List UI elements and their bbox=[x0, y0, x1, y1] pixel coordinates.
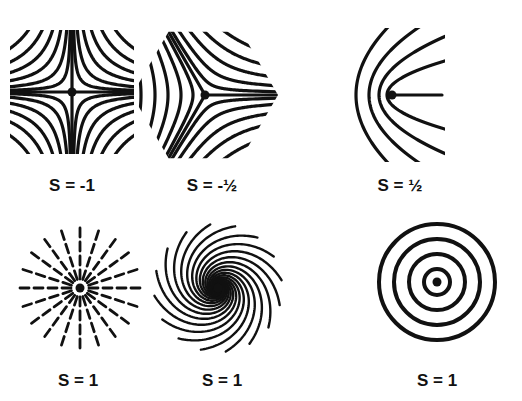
field-line bbox=[10, 30, 68, 88]
field-line bbox=[387, 28, 445, 162]
field-line bbox=[10, 128, 36, 154]
defect-label: S = -½ bbox=[187, 176, 238, 196]
field-line bbox=[205, 93, 295, 96]
field-line bbox=[88, 108, 134, 154]
field-line bbox=[81, 101, 134, 154]
field-line bbox=[10, 117, 47, 154]
field-line bbox=[81, 30, 134, 83]
field-line bbox=[83, 297, 99, 347]
field-line bbox=[394, 239, 480, 325]
field-line bbox=[10, 30, 56, 76]
field-line bbox=[73, 93, 134, 154]
threefold-defect bbox=[116, 0, 331, 218]
field-line bbox=[379, 28, 445, 162]
field-line bbox=[196, 244, 273, 299]
field-line bbox=[116, 3, 141, 188]
field-line bbox=[379, 224, 495, 340]
field-line bbox=[10, 101, 63, 154]
field-line bbox=[97, 30, 134, 67]
field-line bbox=[10, 30, 47, 67]
spiral-defect bbox=[154, 224, 281, 351]
field-line bbox=[83, 229, 99, 279]
defect-label: S = 1 bbox=[58, 371, 98, 391]
field-line bbox=[169, 0, 329, 64]
field-line bbox=[10, 30, 71, 91]
field-line bbox=[21, 269, 71, 285]
field-line bbox=[141, 0, 181, 192]
field-line bbox=[392, 93, 442, 96]
field-line bbox=[18, 287, 71, 290]
field-line bbox=[76, 30, 134, 88]
field-line bbox=[161, 116, 330, 213]
field-line bbox=[108, 128, 134, 154]
field-line bbox=[153, 108, 332, 211]
core-dot bbox=[388, 91, 397, 100]
core-dot bbox=[214, 284, 223, 293]
defect-label: S = -1 bbox=[49, 176, 95, 196]
core-dot bbox=[201, 91, 210, 100]
field-line bbox=[79, 226, 82, 279]
field-line bbox=[88, 30, 134, 76]
field-line bbox=[424, 269, 450, 295]
field-line bbox=[409, 254, 465, 310]
field-line bbox=[169, 126, 329, 218]
field-line bbox=[10, 96, 68, 154]
field-line bbox=[97, 117, 134, 154]
field-line bbox=[108, 30, 134, 56]
field-line bbox=[76, 96, 134, 154]
field-line bbox=[10, 108, 56, 154]
defect-label: S = ½ bbox=[378, 176, 423, 196]
field-line bbox=[160, 17, 205, 95]
radial-defect bbox=[18, 226, 142, 350]
field-line bbox=[160, 95, 205, 173]
field-line bbox=[10, 93, 71, 154]
saddle-defect bbox=[10, 30, 134, 154]
field-line bbox=[10, 30, 36, 56]
field-line bbox=[89, 269, 139, 285]
field-line bbox=[130, 0, 168, 198]
core-dot bbox=[433, 278, 442, 287]
field-line bbox=[79, 297, 82, 350]
defect-label: S = 1 bbox=[417, 371, 457, 391]
field-line bbox=[89, 287, 142, 290]
field-line bbox=[89, 291, 139, 307]
field-line bbox=[73, 30, 134, 91]
half-defect bbox=[356, 28, 445, 162]
core-dot bbox=[76, 284, 85, 293]
field-line bbox=[21, 291, 71, 307]
field-line bbox=[61, 297, 77, 347]
core-dot bbox=[68, 88, 77, 97]
field-line bbox=[10, 30, 63, 83]
circular-defect bbox=[379, 224, 495, 340]
field-line bbox=[61, 229, 77, 279]
defect-label: S = 1 bbox=[202, 371, 242, 391]
